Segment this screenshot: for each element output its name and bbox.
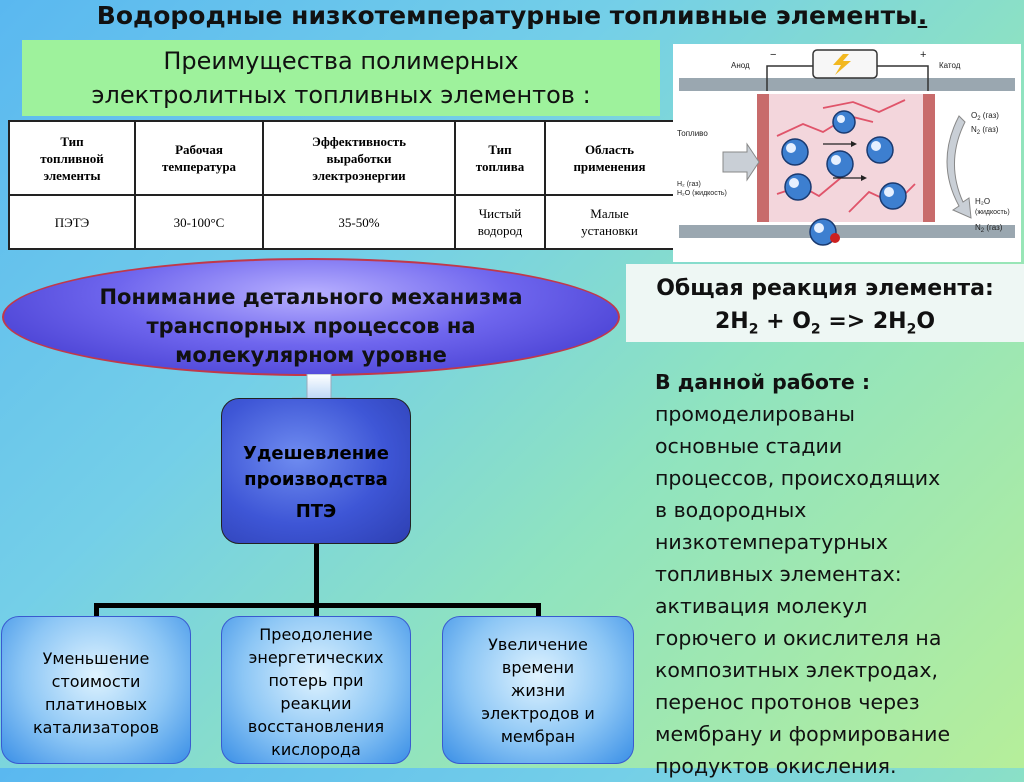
advantages-line-1: Преимущества полимерных (163, 47, 519, 75)
n2-gas-label: N2 (газ) (971, 125, 999, 136)
h2o-liquid-label: H₂O (жидкость) (677, 190, 727, 197)
reaction-formula: 2H2 + O2 => 2H2O (714, 309, 936, 338)
work-line: топливных элементах: (655, 562, 902, 586)
mechanism-ellipse: Понимание детального механизма транспорн… (2, 258, 620, 376)
work-line: горючего и окислителя на (655, 626, 942, 650)
work-line: перенос протонов через (655, 690, 920, 714)
work-line: в водородных (655, 498, 807, 522)
advantages-heading: Преимущества полимерных электролитных то… (22, 40, 660, 116)
proton-arrow-head (851, 141, 857, 147)
bottom-plate (679, 225, 1015, 238)
plus-label: + (920, 49, 926, 61)
molecule-icon (781, 138, 809, 166)
cost-reduction-box: Удешевление производства ПТЭ (221, 398, 411, 544)
inlet-arrow-icon (722, 142, 760, 182)
cell-efficiency: 35-50% (262, 194, 456, 250)
anode-wire (766, 65, 813, 91)
cathode-label: Катод (939, 61, 961, 70)
connector-right-drop (536, 603, 541, 617)
molecule-icon (809, 218, 840, 246)
reaction-heading: Общая реакция элемента: (656, 276, 994, 301)
n2-out-label: N2 (газ) (975, 223, 1003, 234)
h2o-out-liquid-label: (жидкость) (975, 209, 1010, 216)
fuel-cell-diagram: Анод Катод − + Топливо H₂ (газ) H₂O (жид… (673, 44, 1021, 262)
overall-reaction-box: Общая реакция элемента: 2H2 + O2 => 2H2O (626, 264, 1024, 342)
fuel-label: Топливо (677, 129, 708, 138)
work-line: низкотемпературных (655, 530, 888, 554)
advantages-line-2: электролитных топливных элементов : (91, 81, 591, 109)
polymer-chain (776, 115, 874, 137)
work-line: продуктов окисления. (655, 754, 897, 778)
center-line-3: ПТЭ (295, 501, 337, 522)
cathode-electrode (923, 94, 935, 222)
connector-mid-drop (314, 603, 319, 617)
work-heading: В данной работе : (655, 370, 871, 394)
ellipse-line-3: молекулярном уровне (175, 343, 447, 367)
lightning-icon (833, 54, 851, 75)
h2o-out-label: H₂O (975, 197, 990, 206)
h2-gas-label: H₂ (газ) (677, 181, 701, 188)
work-line: промоделированы (655, 402, 855, 426)
polymer-chain (822, 99, 906, 113)
anode-electrode (757, 94, 769, 222)
work-line: активация молекул (655, 594, 868, 618)
work-description: В данной работе : промоделированы основн… (655, 366, 1015, 782)
energy-loss-box: Преодоление энергетических потерь при ре… (221, 616, 411, 764)
cell-type: ПЭТЭ (8, 194, 136, 250)
o2-gas-label: O2 (газ) (971, 111, 999, 122)
top-plate (679, 78, 1015, 91)
platinum-cost-box: Уменьшение стоимости платиновых катализа… (1, 616, 191, 764)
outlet-arrow-icon (946, 115, 972, 219)
connector-left-drop (94, 603, 99, 617)
connector-vertical (314, 544, 319, 606)
lifetime-box: Увеличение времени жизни электродов и ме… (442, 616, 634, 764)
cathode-wire (877, 65, 929, 91)
cell-temperature: 30-100°C (134, 194, 264, 250)
proton-arrow-head (861, 175, 867, 181)
anode-label: Анод (731, 61, 750, 70)
center-line-1: Удешевление (243, 443, 389, 464)
ellipse-line-1: Понимание детального механизма (99, 285, 523, 309)
molecule-icon (879, 182, 907, 210)
slide-title: Водородные низкотемпературные топливные … (96, 1, 928, 30)
work-line: основные стадии (655, 434, 843, 458)
work-line: процессов, происходящих (655, 466, 941, 490)
molecule-icon (832, 110, 856, 134)
work-line: мембрану и формирование (655, 722, 951, 746)
molecule-icon (866, 136, 894, 164)
molecule-icon (826, 150, 854, 178)
work-line: композитных электродах, (655, 658, 938, 682)
ellipse-line-2: транспорных процессов на (146, 314, 476, 338)
minus-label: − (770, 49, 776, 61)
center-line-2: производства (244, 469, 388, 490)
molecule-icon (784, 173, 812, 201)
